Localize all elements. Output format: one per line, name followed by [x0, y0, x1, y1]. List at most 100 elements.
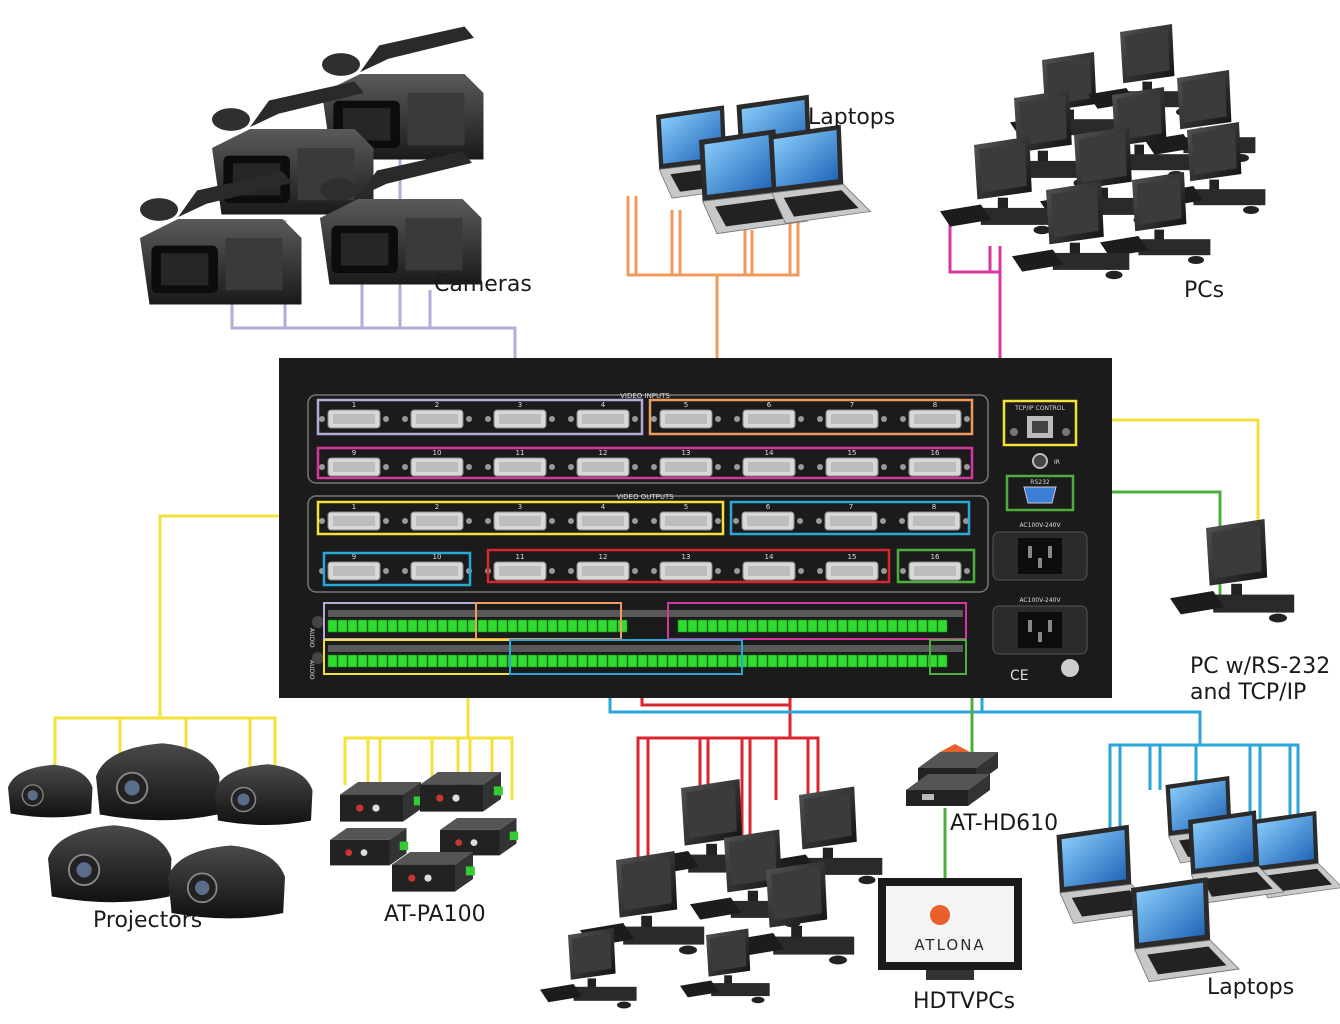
audio-terminal — [598, 620, 607, 632]
audio-terminal — [818, 620, 827, 632]
ir-label: IR — [1054, 459, 1060, 466]
projector-icon — [96, 743, 220, 820]
audio-terminal — [868, 620, 877, 632]
audio-terminal — [858, 620, 867, 632]
port-number: 1 — [352, 401, 356, 409]
audio-terminal — [798, 655, 807, 667]
video-outputs-label: VIDEO OUTPUTS — [616, 493, 674, 501]
desktop-pc-icon — [1170, 519, 1294, 623]
port-number: 5 — [684, 401, 688, 409]
audio-terminal — [738, 620, 747, 632]
audio-terminal — [348, 655, 357, 667]
ce-mark-icon: CE — [1010, 668, 1029, 684]
audio-terminal — [368, 620, 377, 632]
port-number: 15 — [848, 449, 857, 457]
audio-terminal — [538, 620, 547, 632]
audio-terminal — [488, 620, 497, 632]
port-number: 2 — [435, 401, 439, 409]
cameras-label: Cameras — [434, 273, 532, 296]
audio-terminal — [598, 655, 607, 667]
audio-terminal — [838, 655, 847, 667]
audio-terminal — [548, 655, 557, 667]
port-number: 14 — [765, 449, 774, 457]
audio-terminal — [698, 655, 707, 667]
audio-terminal — [688, 620, 697, 632]
audio-terminal — [328, 620, 337, 632]
audio-terminal — [838, 620, 847, 632]
audio-terminal — [878, 655, 887, 667]
port-number: 1 — [352, 503, 356, 511]
desktop-pc-icon — [1100, 172, 1210, 264]
audio-terminal — [668, 655, 677, 667]
audio-terminal — [818, 655, 827, 667]
amplifier-icon — [440, 818, 518, 855]
camera-group — [140, 26, 484, 304]
audio-terminal — [408, 655, 417, 667]
audio-terminal — [608, 655, 617, 667]
ir-sensor-icon — [1033, 454, 1047, 468]
audio-terminal — [918, 620, 927, 632]
pc-output-devices — [540, 779, 882, 1009]
audio-terminal — [908, 620, 917, 632]
audio-terminal — [558, 620, 567, 632]
audio-terminal — [418, 655, 427, 667]
audio-terminal — [898, 655, 907, 667]
pc-rs232-device — [1170, 519, 1294, 623]
audio-terminal — [568, 655, 577, 667]
audio-terminal — [478, 655, 487, 667]
audio-terminal — [788, 620, 797, 632]
audio-terminal — [338, 620, 347, 632]
audio-terminal — [448, 655, 457, 667]
audio-terminal — [898, 620, 907, 632]
audio-terminal — [678, 620, 687, 632]
port-number: 7 — [849, 503, 853, 511]
audio-terminal — [708, 620, 717, 632]
audio-terminal — [348, 620, 357, 632]
audio-terminal — [428, 655, 437, 667]
audio-terminal — [488, 655, 497, 667]
audio-terminal — [878, 620, 887, 632]
audio-terminal — [708, 655, 717, 667]
port-number: 12 — [599, 449, 608, 457]
audio-terminal — [718, 620, 727, 632]
atlona-brand: ATLONA — [914, 936, 985, 954]
audio-in-label: AUDIO — [308, 628, 315, 648]
port-number: 12 — [599, 553, 608, 561]
audio-terminal — [748, 655, 757, 667]
pc-input-devices — [940, 24, 1265, 279]
audio-terminal — [548, 620, 557, 632]
pc-rs232-label-line1: PC w/RS-232 — [1190, 655, 1330, 678]
audio-terminal — [478, 620, 487, 632]
laptop-icon — [769, 125, 871, 224]
audio-terminal — [688, 655, 697, 667]
audio-terminal — [338, 655, 347, 667]
audio-terminal — [528, 620, 537, 632]
port-number: 14 — [765, 553, 774, 561]
audio-terminal — [748, 620, 757, 632]
audio-terminal — [498, 655, 507, 667]
audio-terminal — [578, 620, 587, 632]
audio-terminal — [408, 620, 417, 632]
power-label-2: AC100V-240V — [1019, 597, 1061, 604]
audio-terminal — [438, 620, 447, 632]
port-number: 13 — [682, 553, 691, 561]
audio-terminal — [398, 655, 407, 667]
audio-terminal — [848, 620, 857, 632]
port-number: 9 — [352, 449, 356, 457]
audio-terminal — [628, 655, 637, 667]
audio-terminal — [388, 655, 397, 667]
audio-terminal — [578, 655, 587, 667]
amplifier-icon — [330, 828, 408, 865]
audio-terminal — [758, 620, 767, 632]
power-label-1: AC100V-240V — [1019, 522, 1061, 529]
port-number: 16 — [931, 449, 940, 457]
audio-terminal — [568, 620, 577, 632]
audio-terminal — [458, 620, 467, 632]
audio-terminal — [778, 620, 787, 632]
rs232-label: RS232 — [1030, 479, 1050, 486]
audio-terminal — [888, 620, 897, 632]
amplifier-icon — [420, 772, 503, 812]
